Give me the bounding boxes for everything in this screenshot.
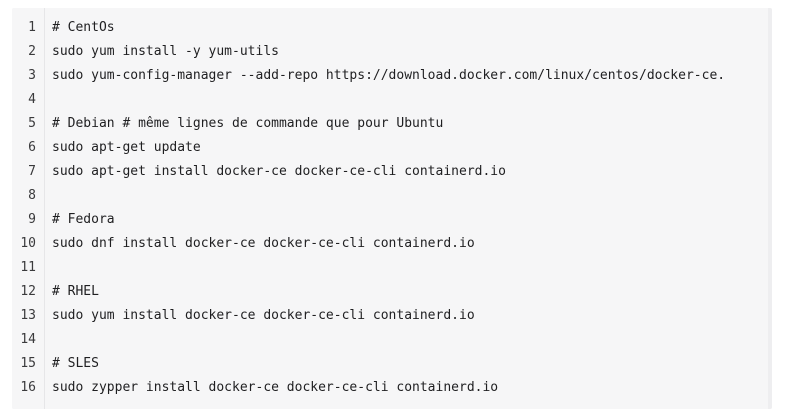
- code-line: 3 sudo yum-config-manager --add-repo http…: [12, 64, 772, 88]
- code-text: sudo yum install docker-ce docker-ce-cli…: [52, 308, 475, 323]
- line-number-gutter: [12, 8, 44, 409]
- line-number: 4: [28, 92, 36, 107]
- line-number: 14: [20, 332, 36, 347]
- code-text: sudo yum-config-manager --add-repo https…: [52, 68, 726, 83]
- code-line: 4: [12, 88, 772, 112]
- line-number: 2: [28, 44, 36, 59]
- code-line: 16 sudo zypper install docker-ce docker-c…: [12, 376, 772, 400]
- code-text: sudo zypper install docker-ce docker-ce-…: [52, 380, 499, 395]
- code-line: 13 sudo yum install docker-ce docker-ce-c…: [12, 304, 772, 328]
- code-text: # RHEL: [52, 284, 99, 299]
- line-number: 9: [28, 212, 36, 227]
- line-number: 5: [28, 116, 36, 131]
- code-text: sudo dnf install docker-ce docker-ce-cli…: [52, 236, 475, 251]
- line-number: 13: [20, 308, 36, 323]
- code-line: 1 # CentOs: [12, 16, 772, 40]
- code-text: # Fedora: [52, 212, 115, 227]
- line-number: 15: [20, 356, 36, 371]
- line-number: 12: [20, 284, 36, 299]
- line-number: 6: [28, 140, 36, 155]
- line-number: 7: [28, 164, 36, 179]
- scrollbar[interactable]: [768, 8, 772, 409]
- line-number: 3: [28, 68, 36, 83]
- code-line: 8: [12, 184, 772, 208]
- code-text: # Debian # même lignes de commande que p…: [52, 116, 444, 131]
- code-block: 1 # CentOs 2 sudo yum install -y yum-utils…: [12, 8, 772, 409]
- code-line: 7 sudo apt-get install docker-ce docker-c…: [12, 160, 772, 184]
- code-line: 14: [12, 328, 772, 352]
- code-line: 6 sudo apt-get update: [12, 136, 772, 160]
- code-text: # SLES: [52, 356, 99, 371]
- code-line: 9 # Fedora: [12, 208, 772, 232]
- code-lines: 1 # CentOs 2 sudo yum install -y yum-utils…: [12, 16, 772, 400]
- code-line: 2 sudo yum install -y yum-utils: [12, 40, 772, 64]
- code-line: 15 # SLES: [12, 352, 772, 376]
- code-line: 10 sudo dnf install docker-ce docker-ce-c…: [12, 232, 772, 256]
- line-number: 1: [28, 20, 36, 35]
- code-line: 11: [12, 256, 772, 280]
- line-number: 16: [20, 380, 36, 395]
- code-text: sudo apt-get update: [52, 140, 201, 155]
- code-text: # CentOs: [52, 20, 115, 35]
- line-number: 11: [20, 260, 36, 275]
- code-line: 5 # Debian # même lignes de commande que …: [12, 112, 772, 136]
- code-line: 12 # RHEL: [12, 280, 772, 304]
- code-text: sudo yum install -y yum-utils: [52, 44, 279, 59]
- line-number: 8: [28, 188, 36, 203]
- line-number: 10: [20, 236, 36, 251]
- code-text: sudo apt-get install docker-ce docker-ce…: [52, 164, 506, 179]
- gutter-divider: [44, 8, 45, 409]
